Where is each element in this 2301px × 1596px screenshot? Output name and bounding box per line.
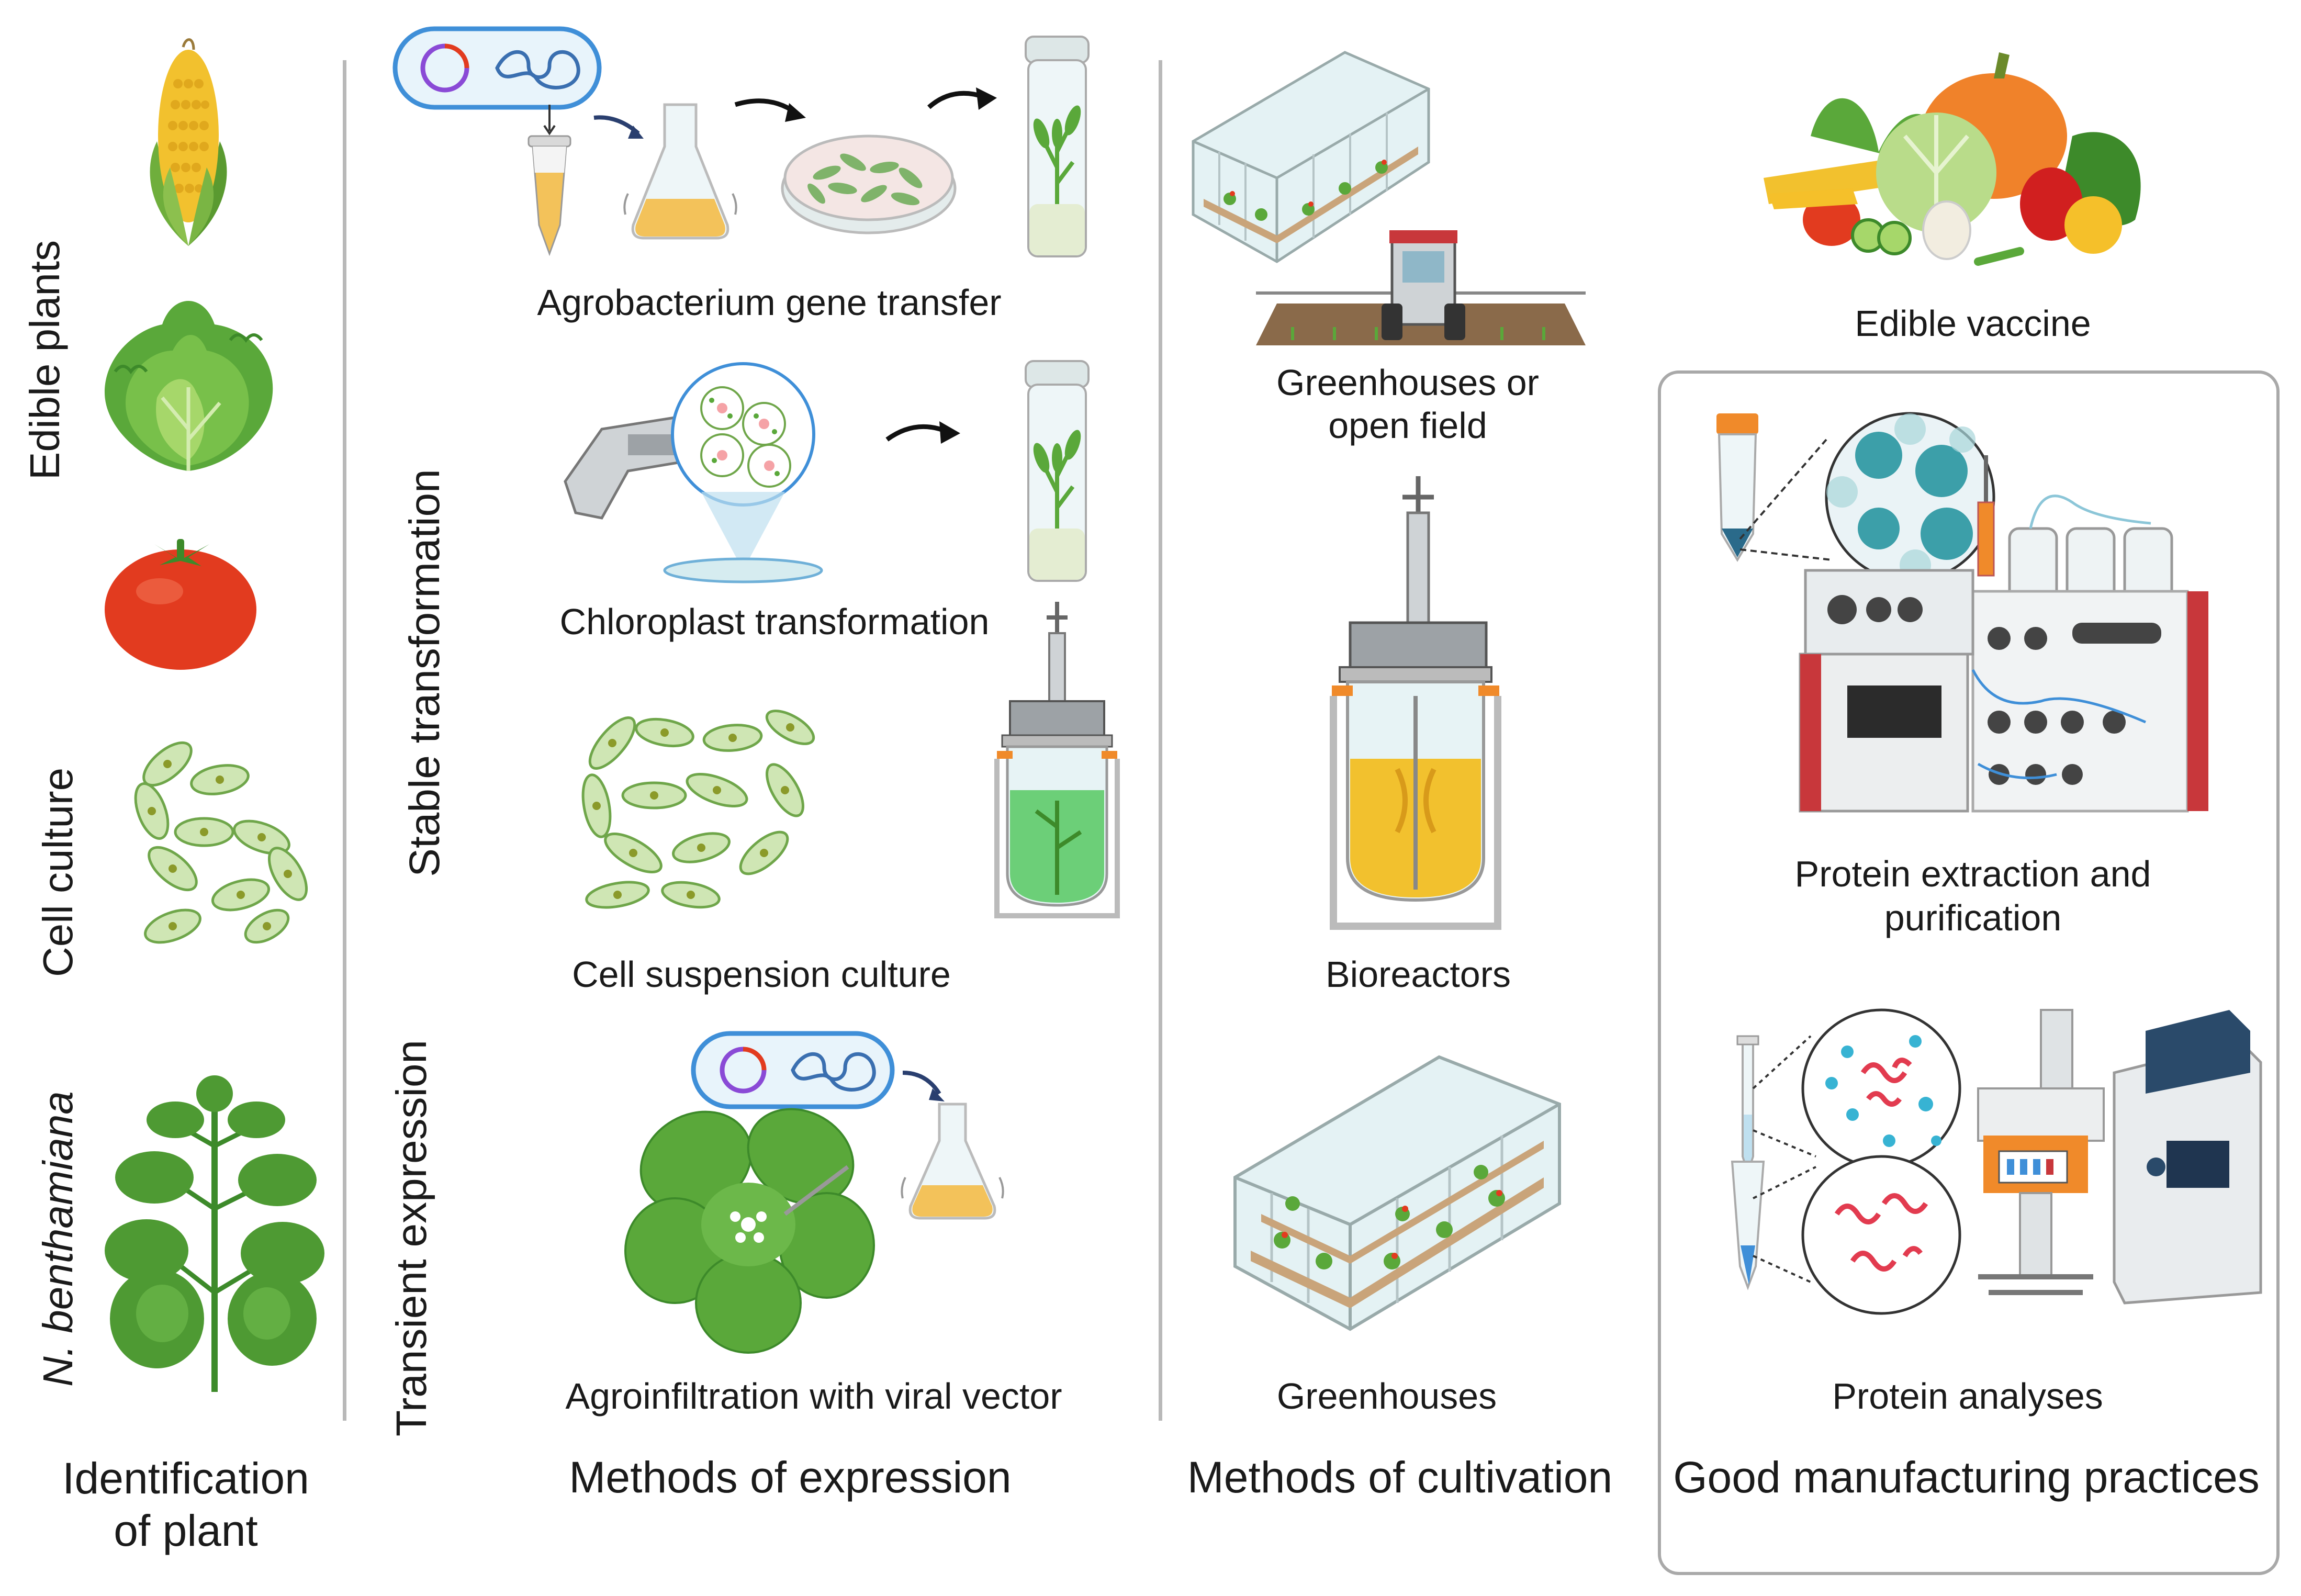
bioreactor-icon [1330,476,1501,930]
column-heading-identification: Identification of plant [62,1454,309,1555]
label-transient-expression: Transient expression [388,1039,435,1437]
petri-dish-icon [781,134,957,234]
caption-cell-suspension: Cell suspension culture [572,954,951,995]
greenhouse-icon [1233,1055,1561,1331]
divider-right [1159,60,1162,1421]
column-heading-expression: Methods of expression [569,1453,1012,1502]
tractor-icon [1256,230,1586,345]
lettuce-icon [105,301,273,471]
caption-agroinfiltration: Agroinfiltration with viral vector [565,1376,1062,1417]
arrow-to-petri [734,98,806,122]
label-edible-plants: Edible plants [21,240,68,480]
caption-protein-analyses: Protein analyses [1832,1376,2103,1417]
culture-tube-icon [1025,36,1090,257]
vegetables-icon [1764,52,2141,266]
benthamiana-rosette-icon [624,1108,875,1354]
column-heading-cultivation: Methods of cultivation [1187,1453,1613,1502]
tomato-icon [105,539,256,670]
cell-culture-icon [134,741,308,944]
arrow-to-flask [593,115,644,139]
label-cell-culture: Cell culture [35,767,81,977]
flask-icon [901,1103,1004,1220]
mass-spectrometer-icon [1977,1009,2262,1305]
greenhouse-icon [1192,51,1430,263]
caption-edible-vaccine: Edible vaccine [1855,303,2091,344]
arrow-to-flask-2 [902,1071,945,1102]
label-stable-transformation: Stable transformation [401,469,448,877]
caption-agrobacterium: Agrobacterium gene transfer [537,282,1002,323]
cell-culture-icon [581,710,815,909]
culture-tube-icon [1025,360,1090,582]
column-heading-gmp: Good manufacturing practices [1673,1453,2260,1502]
caption-protein-extraction: Protein extraction and purification [1794,853,2151,938]
caption-greenhouses-open-field: Greenhouses or open field [1276,362,1539,446]
protein-extraction-tube-icon [1716,412,1995,582]
plasmid-capsule-icon [392,26,602,110]
protein-analyses-icon [1731,1008,1961,1315]
arrow-to-culture-tube [927,87,997,110]
plasmid-capsule-icon [691,1031,895,1109]
corn-icon [150,38,227,246]
tube-icon [527,105,571,256]
benthamiana-plant-icon [105,1075,324,1392]
chromatography-system-icon [1799,455,2208,813]
caption-chloroplast: Chloroplast transformation [559,601,990,642]
bioreactor-icon [994,602,1120,918]
gmp-panel-border [1658,370,2280,1575]
label-n-benthamiana: N. benthamiana [35,1091,81,1387]
arrow-to-culture-tube-2 [885,421,960,444]
caption-greenhouses: Greenhouses [1276,1376,1497,1417]
caption-bioreactors: Bioreactors [1325,954,1511,995]
gene-gun-icon [564,362,823,583]
divider-left [343,60,346,1421]
flask-icon [623,103,737,240]
